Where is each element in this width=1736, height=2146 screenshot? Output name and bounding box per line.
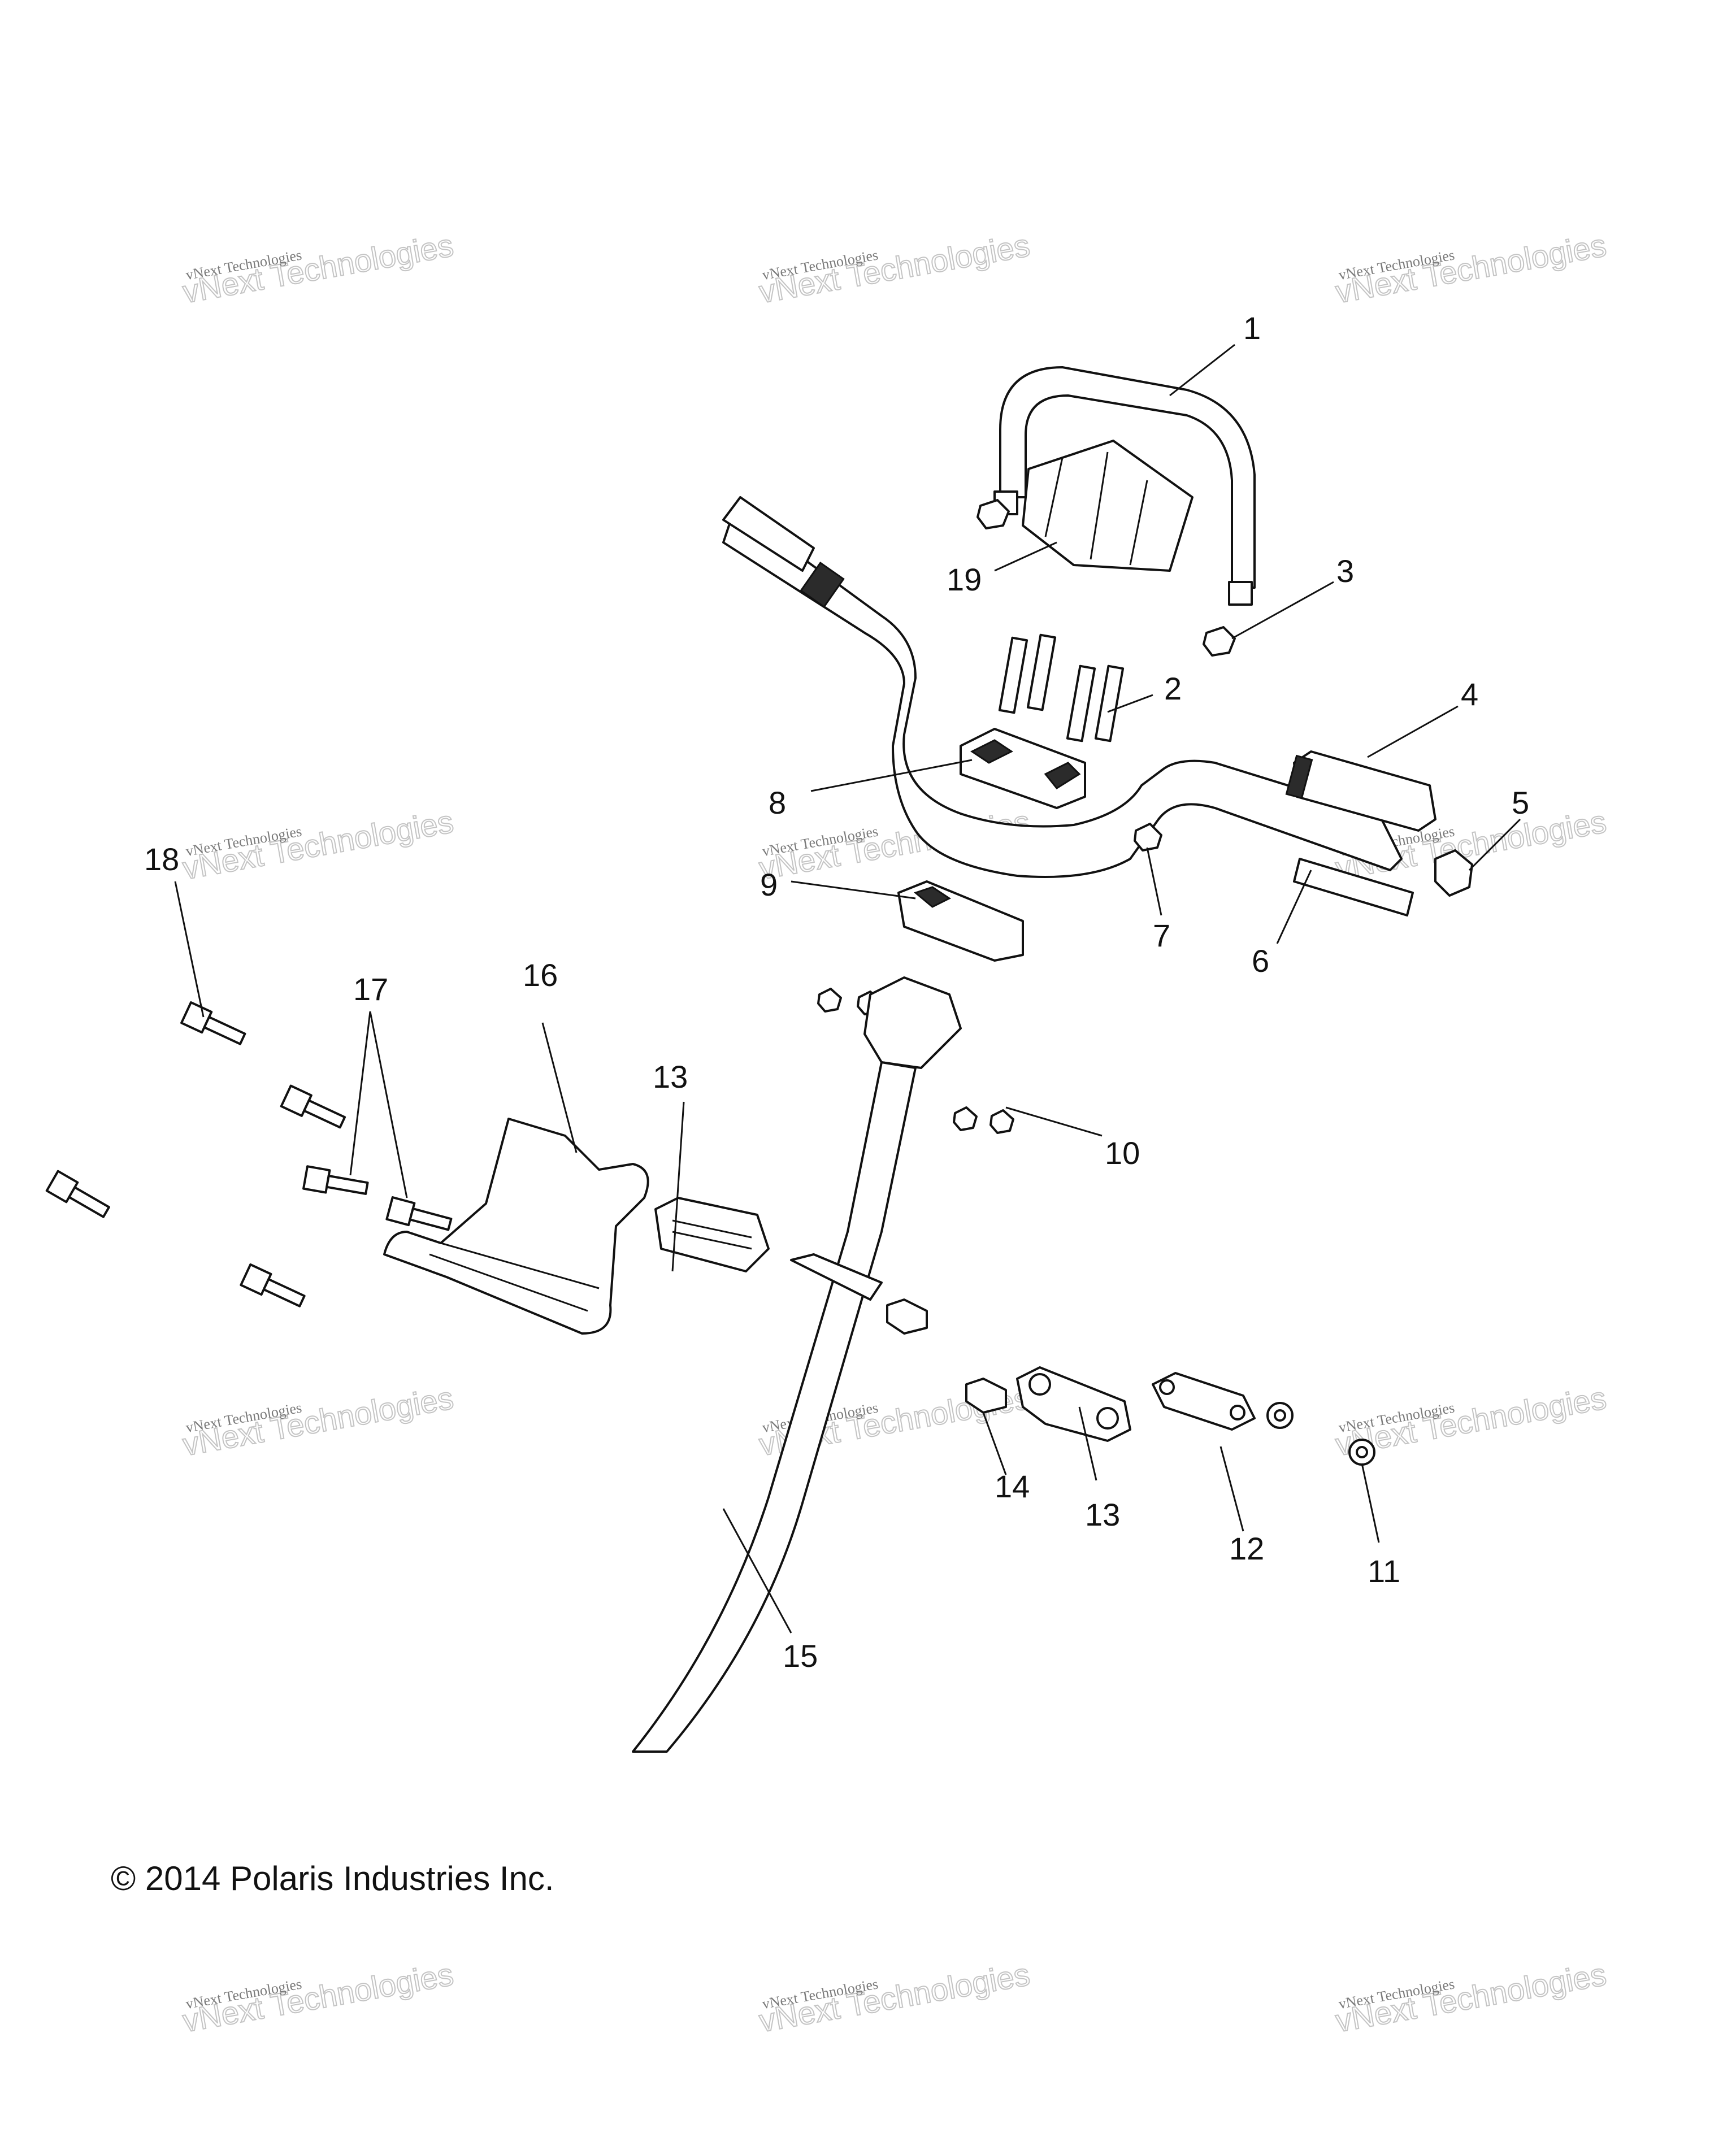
part-bar-end [1434,849,1473,897]
callout-18: 18 [144,841,179,877]
callout-9: 9 [760,867,778,902]
part-crossbar-pad [1022,440,1194,572]
part-crossbar [993,366,1256,606]
part-upper-clamp [960,728,1086,809]
watermark: vNext Technologies vNext Technologies [180,1379,457,1463]
part-handlebar [722,496,1414,916]
callout-4: 4 [1461,676,1478,712]
callout-5: 5 [1512,785,1529,820]
watermark: vNext Technologies vNext Technologies [1333,1956,1609,2039]
callout-14: 14 [995,1469,1030,1504]
watermark: vNext Technologies vNext Technologies [756,1956,1033,2039]
callout-13-lower: 13 [1085,1497,1120,1532]
part-nut [1134,823,1162,852]
part-washer [1266,1402,1375,1466]
callout-13: 13 [653,1059,688,1094]
watermark: vNext Technologies vNext Technologies [180,1956,457,2039]
part-clamp-bolts [998,633,1125,742]
part-bolts [45,1001,453,1307]
part-bushing [886,1298,1007,1414]
callout-19: 19 [947,562,982,597]
copyright-notice: © 2014 Polaris Industries Inc. [111,1860,554,1897]
callouts: 1 2 3 4 5 6 7 8 9 10 11 12 13 13 14 15 1… [144,310,1529,1674]
callout-17: 17 [353,971,388,1007]
callout-7: 7 [1153,918,1170,953]
callout-16: 16 [523,957,558,993]
watermark: vNext Technologies vNext Technologies [756,227,1033,310]
watermark: vNext Technologies vNext Technologies [180,803,457,887]
callout-8: 8 [769,785,786,820]
part-nut [976,499,1010,529]
callout-15: 15 [783,1638,818,1674]
part-nut [1203,626,1236,657]
callout-6: 6 [1252,943,1269,979]
watermark: vNext Technologies vNext Technologies [180,227,457,310]
callout-12: 12 [1229,1531,1264,1566]
watermark: vNext Technologies vNext Technologies [1333,227,1609,310]
part-lower-clamp [897,880,1024,962]
part-plate [1152,1372,1256,1431]
leader-lines [174,344,1521,1634]
callout-11: 11 [1368,1553,1400,1589]
callout-1: 1 [1243,310,1261,346]
callout-2: 2 [1164,671,1182,706]
part-grip [1285,750,1436,832]
part-mount-bracket [383,1118,649,1335]
callout-3: 3 [1336,553,1354,589]
part-lower-clamp-block [1016,1366,1131,1442]
callout-10: 10 [1105,1135,1140,1171]
part-steering-column [632,976,962,1753]
